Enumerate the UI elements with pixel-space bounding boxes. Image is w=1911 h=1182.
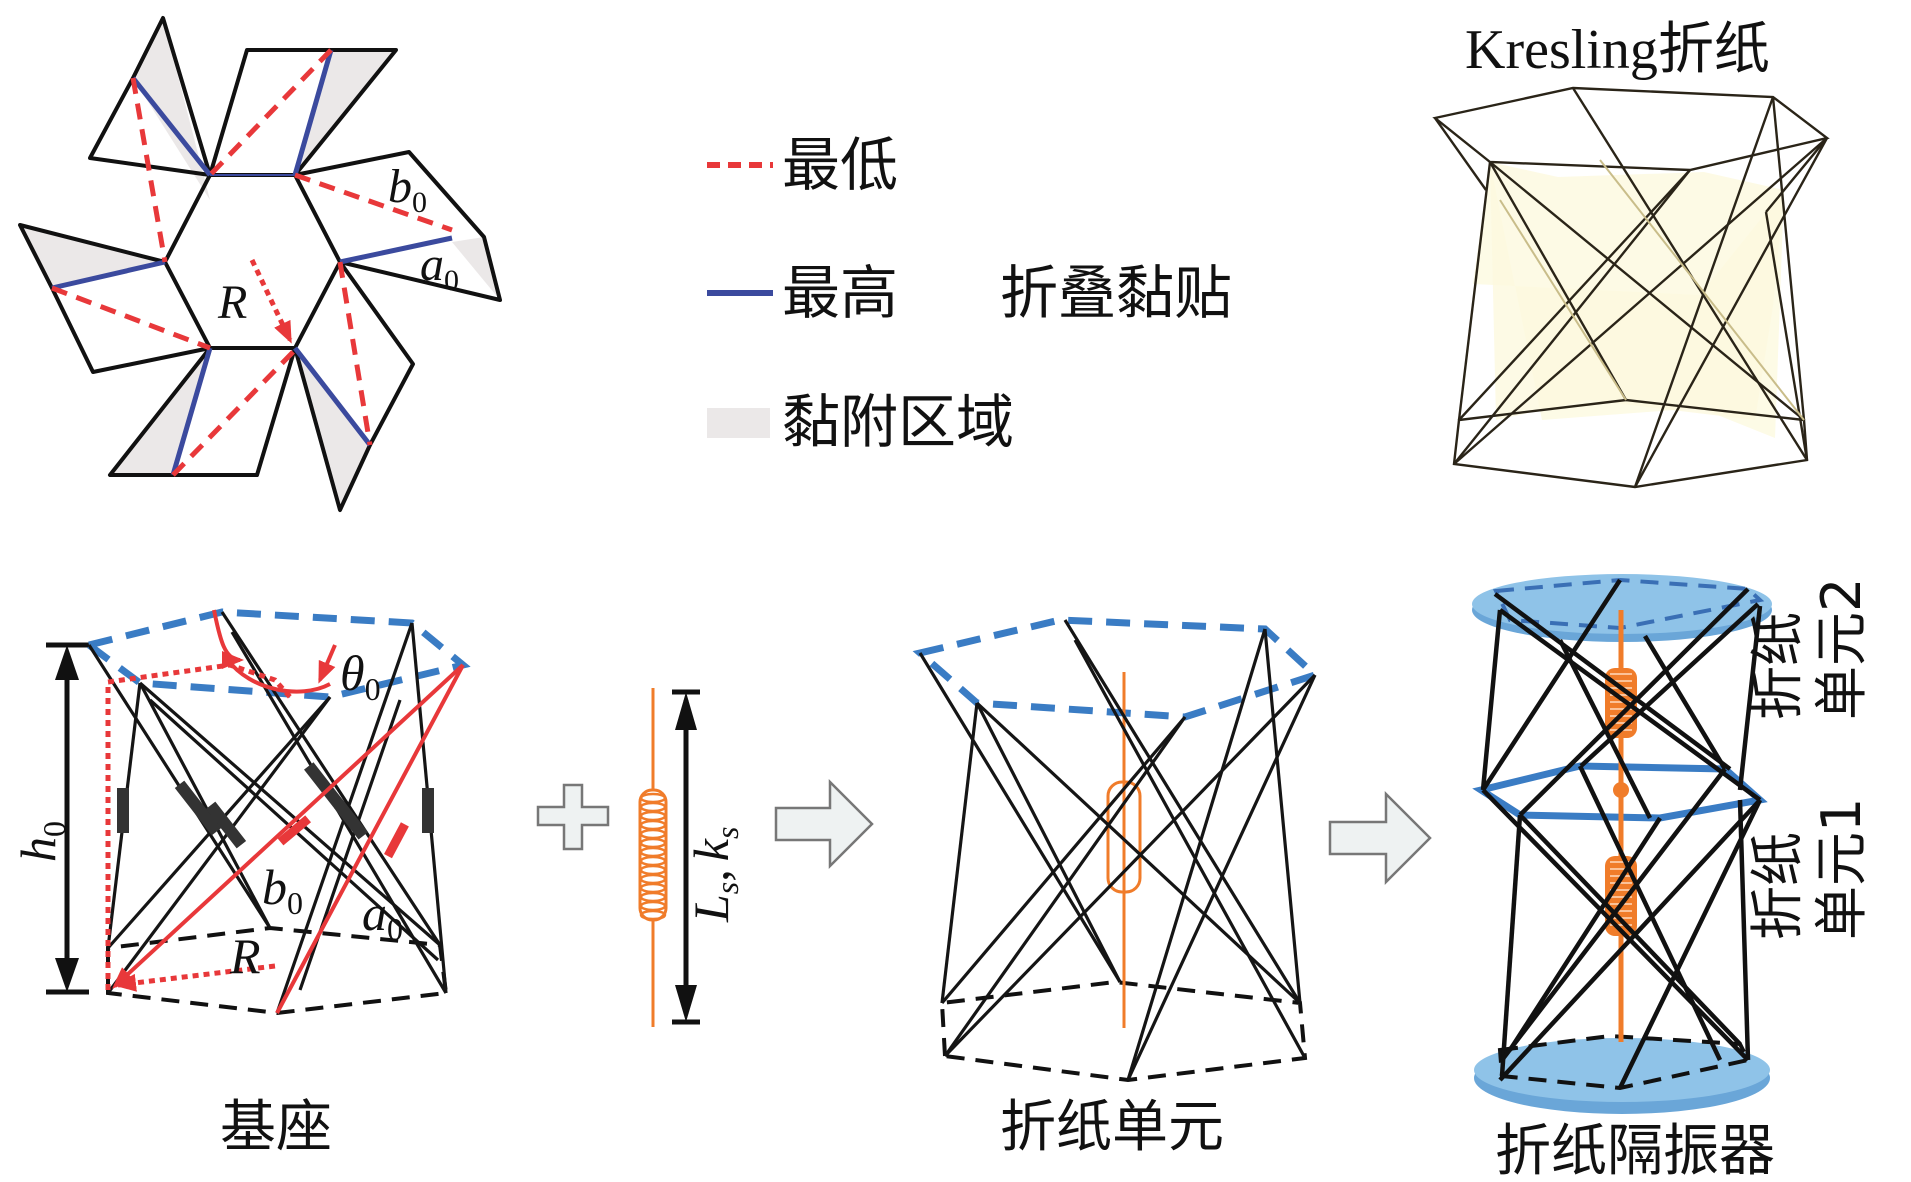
label-R: R xyxy=(217,276,247,329)
arrow-right-icon xyxy=(774,778,874,870)
label-Ls-ks: Ls,ks xyxy=(683,827,745,923)
arrow-right-icon xyxy=(1328,790,1432,886)
spring-coil-turn xyxy=(639,900,667,912)
spring-coil-turn xyxy=(639,891,667,903)
glue-region xyxy=(20,225,165,288)
isolator-caption: 折纸隔振器 xyxy=(1495,1119,1775,1182)
flap-outline xyxy=(108,346,297,477)
valley-fold xyxy=(208,48,333,177)
label-theta0: θ0 xyxy=(340,645,381,707)
legend-label-glue: 黏附区域 xyxy=(782,388,1014,456)
spring-coil-turn xyxy=(639,837,667,849)
spring-coil-turn xyxy=(639,909,667,921)
valley-fold xyxy=(294,172,453,233)
fold-step-label: 折叠黏贴 xyxy=(1000,259,1232,327)
kresling-title: Kresling折纸 xyxy=(1465,19,1770,81)
valley-fold xyxy=(130,77,168,263)
mountain-fold xyxy=(293,346,372,447)
unit-caption: 折纸单元 xyxy=(1000,1095,1224,1160)
legend: 最低 最高 黏附区域 xyxy=(707,131,1014,456)
flap-outline xyxy=(294,150,502,302)
label-h0: h0 xyxy=(10,821,72,862)
crease-pattern: R b0 a0 xyxy=(18,16,502,512)
spring-coil-turn xyxy=(639,828,667,840)
mountain-fold xyxy=(51,259,166,291)
valley-fold xyxy=(171,348,297,477)
glue-region xyxy=(295,348,370,510)
label-a0: a0 xyxy=(362,885,403,947)
spring-coil-turn xyxy=(639,882,667,894)
top-plate xyxy=(1472,574,1772,634)
spring-coil-turn xyxy=(639,864,667,876)
mountain-fold xyxy=(292,49,334,176)
origami-unit: 折纸单元 xyxy=(912,616,1322,1160)
spring-coil-turn xyxy=(639,810,667,822)
spring-coil-turn xyxy=(639,819,667,831)
spring-coil-turn xyxy=(639,801,667,813)
mountain-fold xyxy=(170,347,213,476)
top-hexagon xyxy=(80,608,471,701)
radius-arrow xyxy=(249,258,293,344)
spring-coil-turn xyxy=(639,792,667,804)
spring-element: Ls,ks xyxy=(638,688,745,1027)
plus-icon xyxy=(536,783,610,851)
kresling-model: Kresling折纸 xyxy=(1432,19,1830,489)
label-b0: b0 xyxy=(262,859,303,921)
kresling-top-hexagon xyxy=(1432,86,1830,172)
bottom-plate xyxy=(1474,1038,1770,1102)
unit1-label-line1: 折纸 xyxy=(1746,832,1809,940)
legend-swatch-glue xyxy=(707,408,770,438)
valley-fold xyxy=(51,285,211,351)
base-caption: 基座 xyxy=(220,1095,332,1160)
unit2-label-line2: 单元2 xyxy=(1810,578,1873,720)
spring-coil-turn xyxy=(639,846,667,858)
origami-isolator: 折纸 单元2 折纸 单元1 折纸隔振器 xyxy=(1472,574,1873,1182)
unit2-label-line1: 折纸 xyxy=(1746,612,1809,720)
label-b0: b0 xyxy=(388,160,427,219)
valley-fold xyxy=(337,261,373,446)
spring-coil-turn xyxy=(639,855,667,867)
label-R: R xyxy=(229,928,261,984)
spring-coil-turn xyxy=(639,873,667,885)
base-model: h0 xyxy=(10,608,471,1160)
flap-outline xyxy=(208,48,398,177)
unit1-label-line2: 单元1 xyxy=(1810,798,1873,940)
label-a0: a0 xyxy=(420,238,459,297)
unit-spring xyxy=(1106,780,1142,894)
unit-top-hexagon xyxy=(912,616,1322,721)
strut-spring xyxy=(422,788,434,833)
mountain-fold xyxy=(339,235,453,265)
strut-spring xyxy=(117,788,129,833)
legend-label-mountain: 最高 xyxy=(782,259,898,327)
legend-label-valley: 最低 xyxy=(782,131,898,199)
mountain-fold xyxy=(131,76,212,177)
